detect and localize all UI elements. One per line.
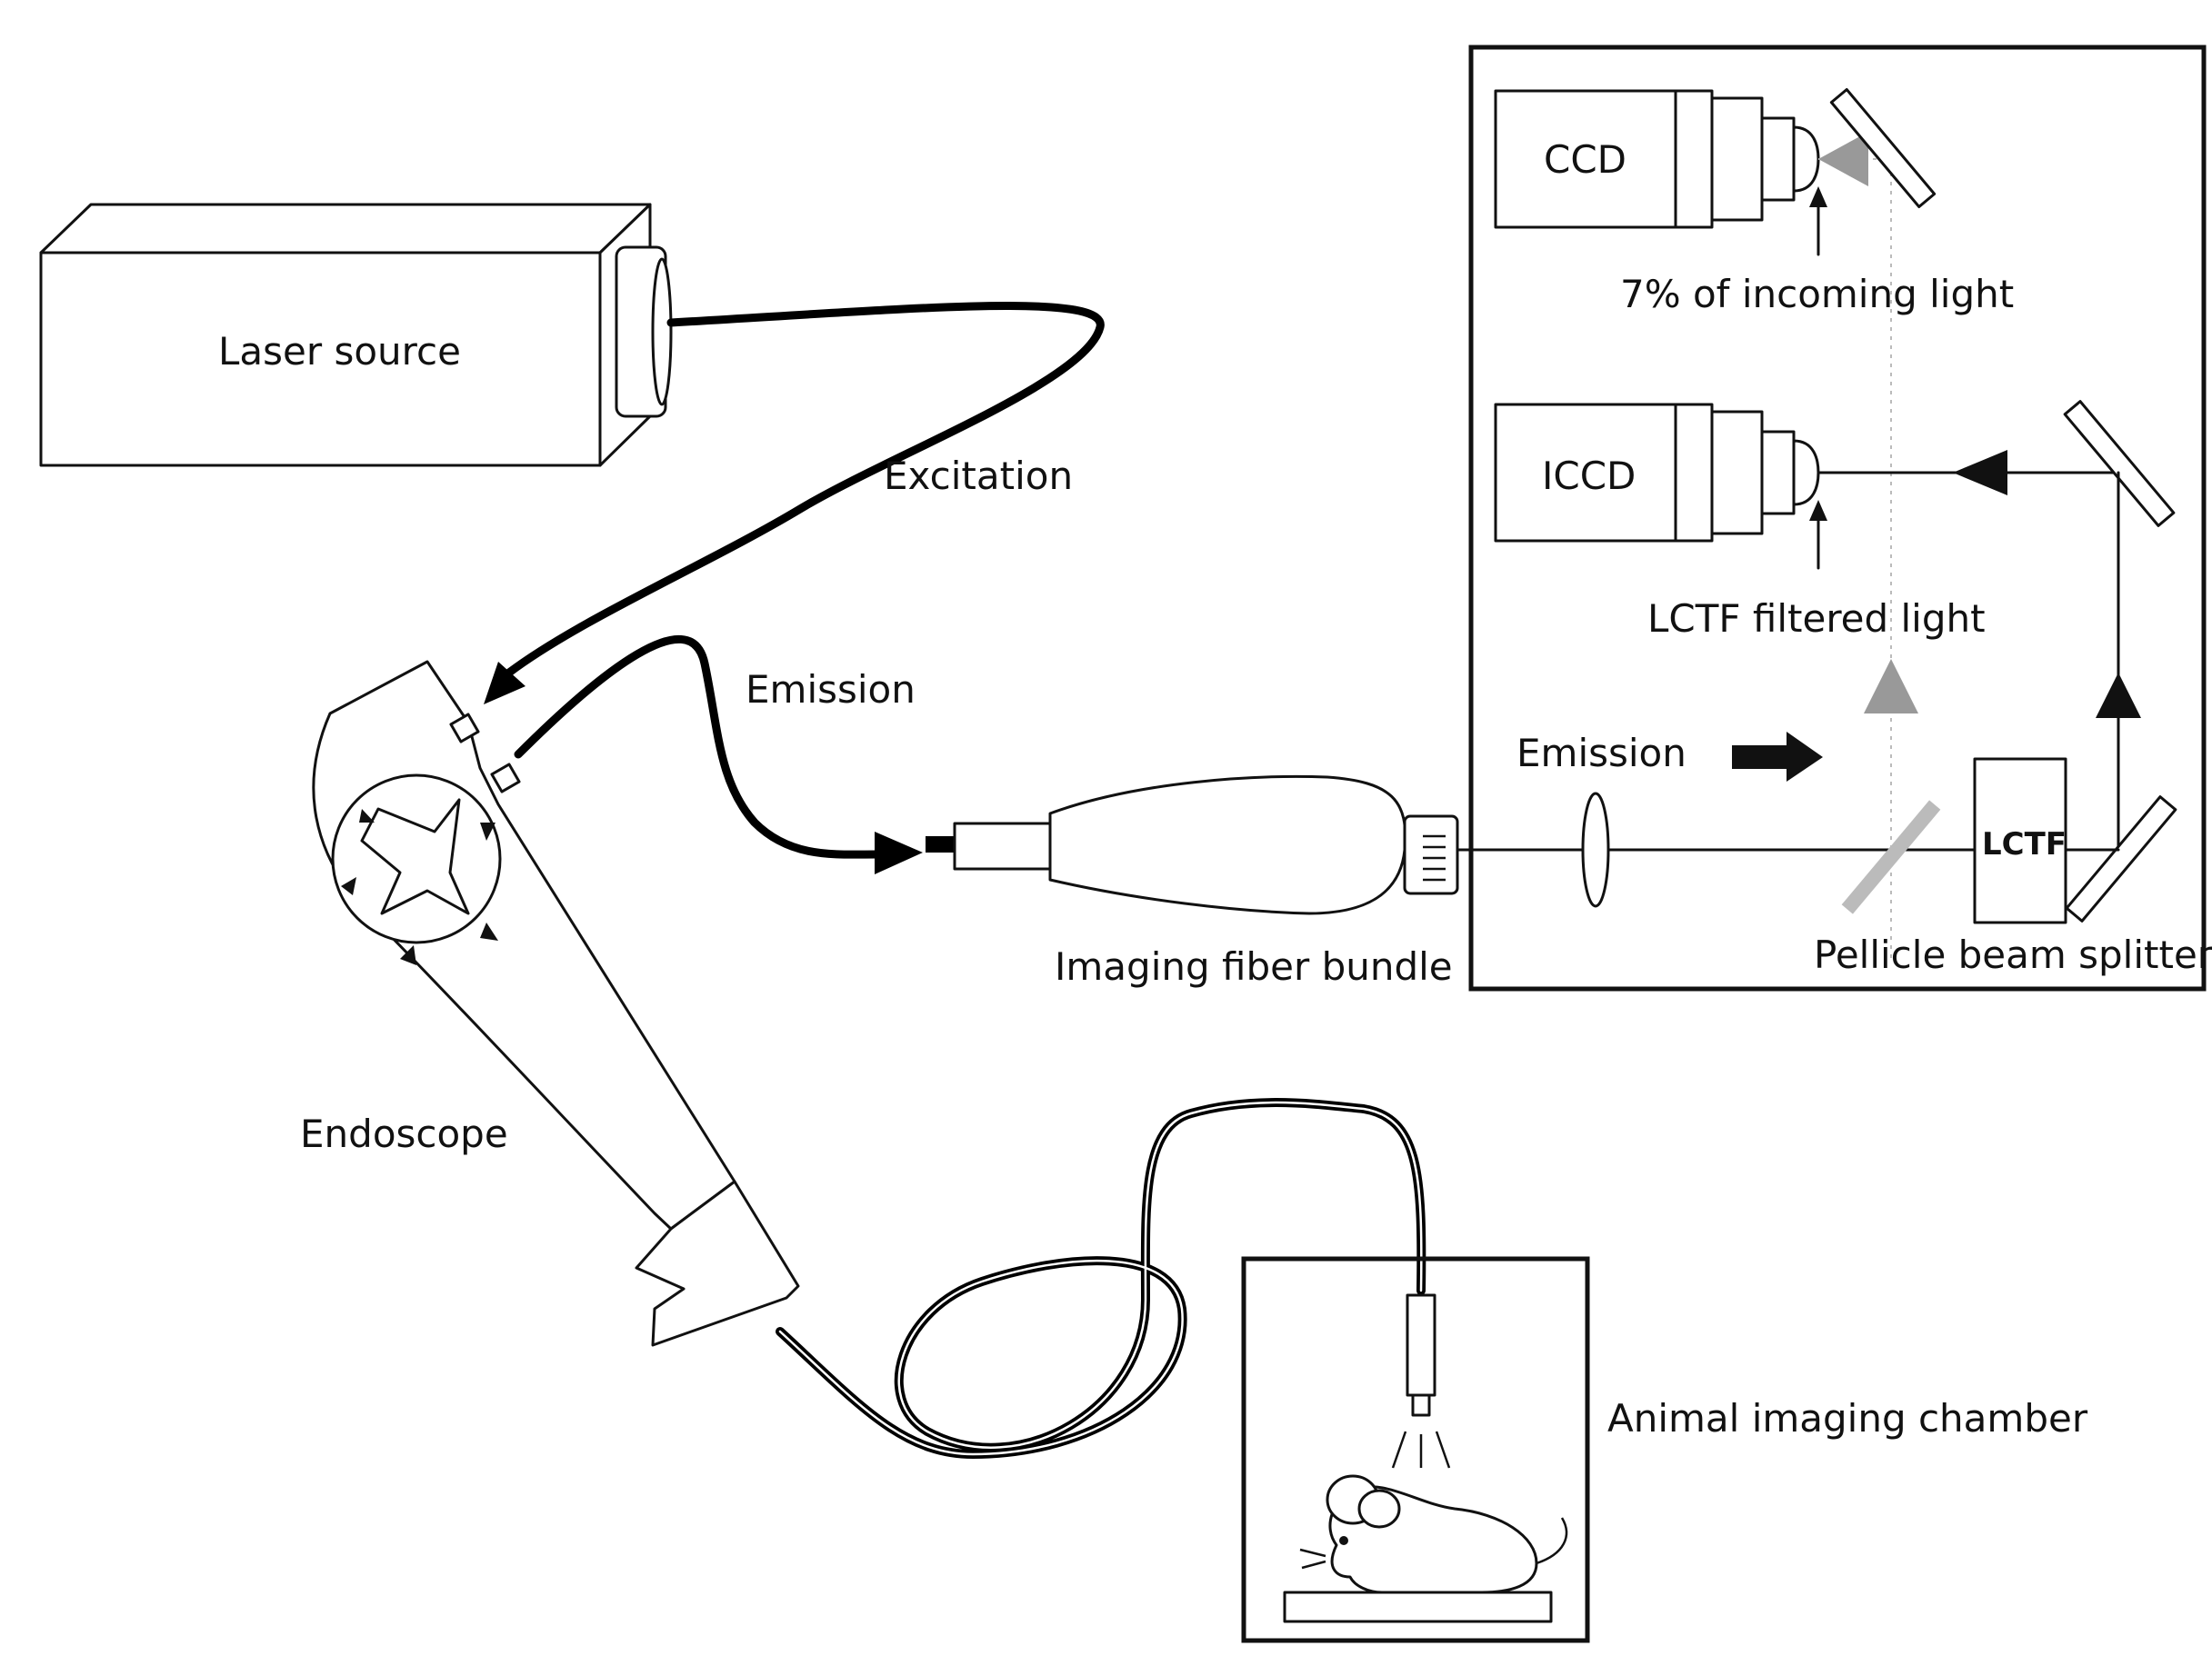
pellicle-beam-splitter: [1841, 800, 1941, 914]
mouse-icon: [1283, 1474, 1568, 1623]
iccd-camera: ICCD: [1494, 403, 1820, 543]
fiber-coil-cable: [776, 1098, 1426, 1460]
emission-cable: [514, 634, 882, 859]
ccd-mirror: [1829, 87, 1937, 209]
excitation-arrowhead: [484, 662, 525, 704]
lctf-label: LCTF: [1982, 826, 2067, 863]
filtered-light-arrow-head: [1809, 500, 1827, 521]
imaging-fiber-bundle: [926, 774, 1459, 915]
endoscope-label: Endoscope: [300, 1112, 508, 1156]
incoming-light-arrow-head: [1809, 186, 1827, 207]
lctf-filter: [1973, 757, 2067, 924]
emission-box-arrow: [1732, 732, 1823, 782]
emission-cable-label: Emission: [746, 667, 916, 712]
laser-source-box: Laser source: [39, 203, 673, 467]
imaging-fiber-bundle-label: Imaging fiber bundle: [1055, 944, 1453, 989]
excitation-label: Excitation: [884, 454, 1073, 498]
lctf-filtered-light-label: LCTF filtered light: [1647, 596, 1986, 641]
ccd-camera: CCD: [1494, 89, 1820, 229]
pellicle-beam-splitter-label: Pellicle beam splitter: [1814, 933, 2212, 977]
ccd-gray-arrow: [1818, 132, 1868, 186]
endoscope: [312, 660, 800, 1347]
incoming-light-label: 7% of incoming light: [1620, 272, 2014, 316]
animal-imaging-chamber-label: Animal imaging chamber: [1607, 1396, 2088, 1441]
optical-box: [1468, 45, 2207, 992]
laser-source-label: Laser source: [218, 329, 461, 374]
emission-cable-arrowhead: [875, 832, 923, 874]
chamber-probe: [1391, 1293, 1451, 1469]
animal-imaging-chamber: [1241, 1256, 1590, 1643]
iccd-label: ICCD: [1542, 454, 1636, 498]
excitation-cable: [505, 302, 1105, 677]
emission-box-label: Emission: [1516, 731, 1687, 775]
iccd-beam-arrow: [1953, 450, 2007, 495]
iccd-mirror: [2063, 400, 2176, 527]
focus-lens: [1581, 792, 1610, 908]
ccd-label: CCD: [1544, 137, 1626, 182]
vertical-beam-arrow: [2096, 673, 2141, 718]
filtered-gray-arrow: [1864, 659, 1918, 713]
lower-mirror: [2065, 795, 2177, 923]
